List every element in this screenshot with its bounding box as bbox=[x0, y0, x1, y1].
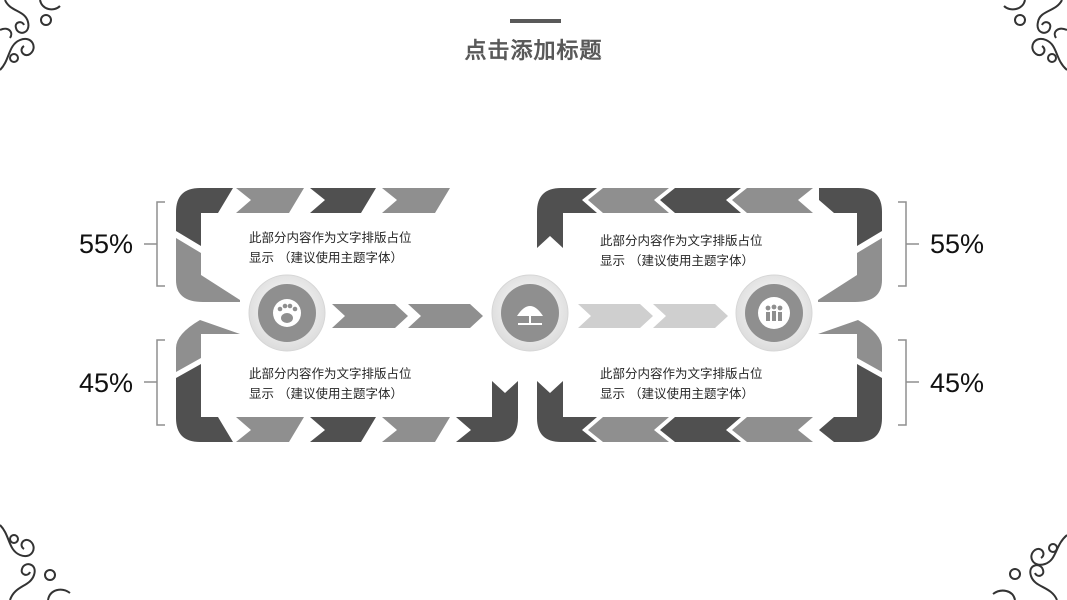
frame-corner bbox=[819, 188, 882, 246]
text-line: 显示 （建议使用主题字体） bbox=[249, 250, 403, 265]
frame-corner bbox=[176, 364, 233, 442]
title-underline bbox=[510, 19, 561, 23]
connector-arrow bbox=[653, 304, 728, 328]
frame-chevron bbox=[382, 417, 450, 442]
umbrella-icon bbox=[491, 274, 569, 352]
percent-label: 45% bbox=[79, 368, 134, 398]
frame-corner bbox=[176, 188, 233, 246]
paw-icon bbox=[248, 274, 326, 352]
frame-side bbox=[176, 238, 240, 302]
frame-chevron bbox=[236, 188, 304, 213]
text-line: 显示 （建议使用主题字体） bbox=[600, 253, 754, 268]
frame-chevron bbox=[732, 417, 813, 442]
text-block-bottom-right[interactable]: 此部分内容作为文字排版占位 显示 （建议使用主题字体） bbox=[600, 364, 800, 404]
frame-corner bbox=[537, 188, 597, 248]
frame-chevron bbox=[660, 417, 741, 442]
text-block-bottom-left[interactable]: 此部分内容作为文字排版占位 显示 （建议使用主题字体） bbox=[249, 364, 449, 404]
corner-ornament-bottom-right bbox=[992, 534, 1067, 600]
corner-ornament-bottom-left bbox=[0, 524, 71, 600]
connector-arrow bbox=[408, 304, 483, 328]
frame-corner bbox=[537, 381, 597, 442]
text-line: 显示 （建议使用主题字体） bbox=[249, 386, 403, 401]
frame-chevron bbox=[310, 417, 376, 442]
corner-ornament-top-left bbox=[0, 0, 61, 71]
connector-arrow bbox=[332, 304, 408, 328]
frame-chevron bbox=[588, 417, 669, 442]
text-block-top-left[interactable]: 此部分内容作为文字排版占位 显示 （建议使用主题字体） bbox=[249, 228, 449, 268]
bracket bbox=[144, 201, 165, 287]
bracket bbox=[898, 201, 919, 287]
text-line: 显示 （建议使用主题字体） bbox=[600, 386, 754, 401]
frame-side bbox=[176, 320, 240, 372]
frame-corner bbox=[456, 381, 518, 442]
text-line: 此部分内容作为文字排版占位 bbox=[600, 233, 763, 248]
frame-chevron bbox=[732, 188, 813, 213]
frame-chevron bbox=[588, 188, 669, 213]
slide-title[interactable]: 点击添加标题 bbox=[464, 39, 603, 64]
frame-chevron bbox=[310, 188, 376, 213]
frame-chevron bbox=[382, 188, 450, 213]
text-block-top-right[interactable]: 此部分内容作为文字排版占位 显示 （建议使用主题字体） bbox=[600, 231, 800, 271]
bracket bbox=[144, 339, 165, 426]
percent-label: 55% bbox=[79, 229, 134, 259]
corner-ornament-top-right bbox=[1003, 0, 1067, 71]
frame-side bbox=[818, 238, 882, 302]
text-line: 此部分内容作为文字排版占位 bbox=[249, 230, 412, 245]
frame-side bbox=[818, 320, 882, 372]
frame-chevron bbox=[660, 188, 741, 213]
connector-arrow bbox=[578, 304, 653, 328]
bracket bbox=[898, 339, 919, 426]
text-line: 此部分内容作为文字排版占位 bbox=[600, 366, 763, 381]
frame-chevron bbox=[236, 417, 304, 442]
people-icon bbox=[735, 274, 813, 352]
percent-label: 55% bbox=[930, 229, 985, 259]
percent-label: 45% bbox=[930, 368, 985, 398]
text-line: 此部分内容作为文字排版占位 bbox=[249, 366, 412, 381]
frame-corner bbox=[819, 364, 882, 442]
